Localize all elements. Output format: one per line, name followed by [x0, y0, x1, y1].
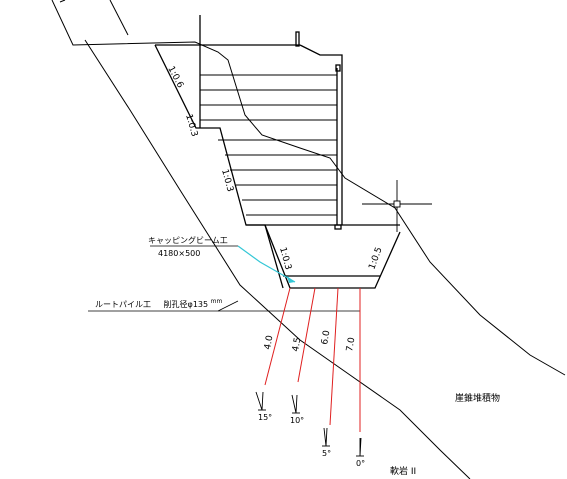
top-right-corner	[299, 44, 343, 60]
root-pile-bore: 削孔径φ135	[164, 299, 209, 309]
pile-angle-label: 10°	[290, 416, 304, 425]
root-pile-label: ルートパイル工 削孔径φ135 mm	[95, 298, 222, 309]
soil-label-deposit: 崖錐堆積物	[455, 392, 500, 404]
pile-line	[329, 287, 339, 426]
slope-label-beam-left: 1:0.3	[277, 246, 293, 271]
capping-beam-size: 4180×500	[158, 249, 200, 258]
pile-length-label: 4.5	[291, 337, 303, 353]
pile-line	[264, 287, 291, 386]
soil-label-rock: 軟岩 II	[390, 465, 416, 477]
pile-length-label: 4.0	[263, 334, 275, 350]
pile-angle-marker	[323, 427, 328, 447]
left-boundary-line	[59, 0, 66, 3]
pile-group: 4.0 15° 4.5 10° 6.0 5° 7.0 0°	[255, 287, 365, 468]
base-fitting	[334, 224, 342, 230]
slope-label-beam-right: 1:0.5	[367, 246, 384, 271]
rock-line	[84, 39, 471, 479]
slope-label-upper-1: 1:0.6	[165, 65, 185, 90]
root-pile-name: ルートパイル工	[95, 300, 151, 309]
pile-angle-label: 0°	[356, 459, 365, 468]
slope-label-upper-2: 1:0.3	[183, 113, 199, 138]
pile-angle-label: 15°	[258, 413, 272, 422]
root-pile-leader	[88, 300, 360, 312]
layer-lines	[200, 74, 337, 216]
wall-fitting	[335, 64, 341, 72]
pile-angle-label: 5°	[322, 449, 331, 458]
pile-angle-marker	[359, 437, 362, 457]
pile-length-label: 7.0	[345, 336, 357, 352]
ground-line-top	[109, 0, 129, 36]
terrain-lines	[51, 0, 566, 479]
pile-line	[297, 287, 316, 383]
capping-beam-leader	[150, 245, 296, 283]
post-fitting	[295, 31, 300, 47]
crosshair-marker	[362, 180, 432, 232]
original-ground-line	[51, 0, 566, 376]
pile-angle-marker	[255, 391, 264, 411]
beam-left-edge	[264, 224, 284, 289]
pile-length-label: 6.0	[320, 329, 332, 345]
pile-angle-marker	[291, 394, 298, 414]
root-pile-bore-unit: mm	[211, 298, 223, 305]
capping-beam-name: キャッピングビーム工	[148, 235, 228, 245]
retaining-structure	[154, 15, 401, 289]
